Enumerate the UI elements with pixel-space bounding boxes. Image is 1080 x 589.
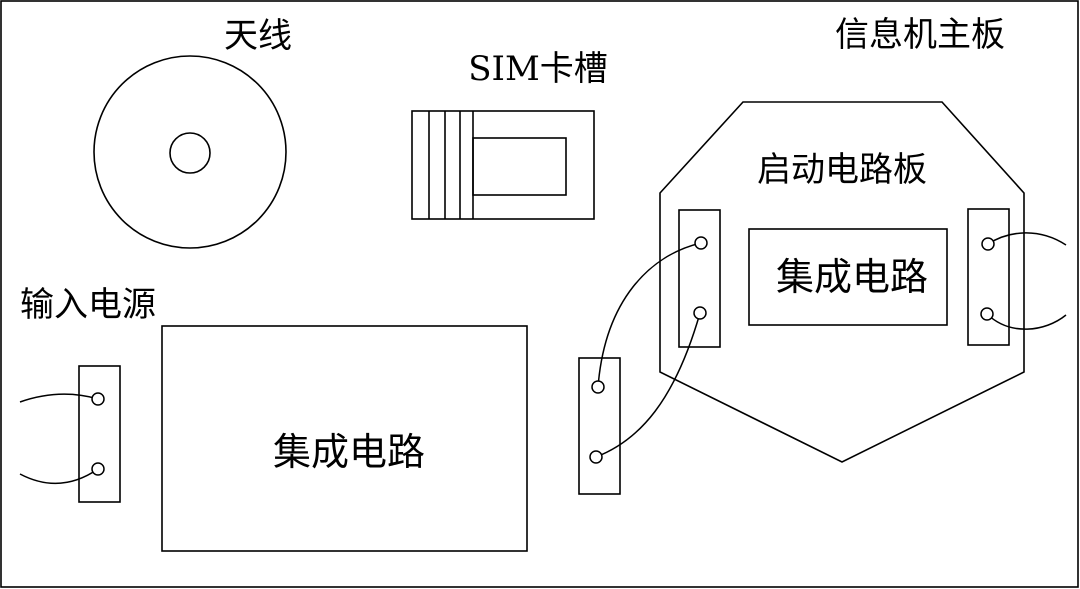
- start-board-left-connector: [678, 209, 721, 348]
- start-board-hexagon: [659, 101, 1025, 463]
- sim-slot-body: [411, 110, 595, 220]
- power-input-connector: [78, 365, 121, 503]
- sim-slot-label: SIM卡槽: [468, 49, 608, 89]
- sim-slot: SIM卡槽: [411, 49, 608, 220]
- power-wire-top: [19, 393, 99, 403]
- middle-connector: [578, 357, 621, 495]
- power-pin-bottom: [91, 462, 105, 476]
- right-wire-bottom: [986, 313, 1067, 330]
- start-board-label: 启动电路板: [757, 150, 927, 190]
- start-left-pin-bottom: [693, 306, 707, 320]
- antenna-label: 天线: [224, 16, 292, 56]
- ic-small-box: [748, 228, 948, 326]
- start-board-right-connector: [967, 208, 1010, 346]
- antenna-inner-circle: [169, 132, 211, 174]
- ic-large-box: [161, 325, 528, 552]
- start-left-pin-top: [694, 236, 708, 250]
- start-right-pin-top: [981, 237, 995, 251]
- power-input: 输入电源: [19, 285, 156, 503]
- middle-connector-body: [578, 357, 621, 495]
- ic-large: 集成电路: [161, 325, 528, 552]
- middle-pin-bottom: [589, 450, 603, 464]
- ic-large-label: 集成电路: [273, 430, 425, 474]
- power-input-label: 输入电源: [20, 285, 156, 325]
- antenna: 天线: [93, 16, 292, 249]
- link-wire-bottom: [595, 312, 701, 458]
- main-board-label: 信息机主板: [835, 15, 1005, 55]
- power-pin-top: [91, 392, 105, 406]
- sim-card-window: [472, 137, 567, 196]
- start-board: 启动电路板 集成电路: [659, 101, 1025, 463]
- antenna-outer-circle: [93, 55, 287, 249]
- ic-small-label: 集成电路: [776, 255, 928, 299]
- right-wire-top: [987, 232, 1067, 246]
- start-right-pin-bottom: [980, 307, 994, 321]
- link-wire-top: [597, 242, 702, 388]
- middle-pin-top: [591, 380, 605, 394]
- power-wire-bottom: [19, 468, 99, 485]
